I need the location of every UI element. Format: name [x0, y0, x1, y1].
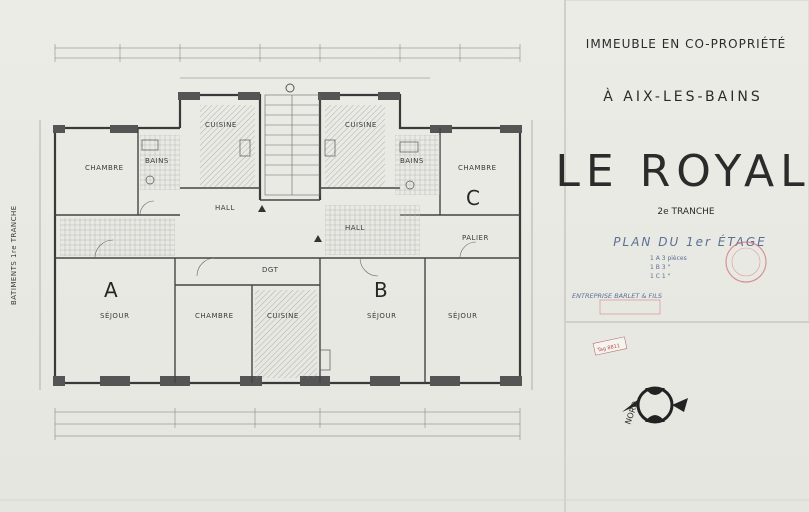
- label-sejour-c: SÉJOUR: [448, 311, 477, 320]
- north-arrow-icon: NORD: [622, 386, 688, 426]
- tag-sticker: Tag 8811: [592, 336, 628, 356]
- tag-text: Tag 8811: [596, 343, 621, 354]
- apartment-b-letter: B: [374, 278, 388, 302]
- north-label: NORD: [623, 400, 640, 426]
- count-b: 1 B 3 ": [650, 264, 670, 271]
- tranche-label: 2e TRANCHE: [657, 207, 714, 217]
- label-chambre-a: CHAMBRE: [85, 164, 124, 172]
- count-c: 1 C 1 ": [650, 273, 671, 280]
- label-sejour-b: SÉJOUR: [367, 311, 396, 320]
- label-cuisine-c: CUISINE: [267, 312, 299, 320]
- title-line1: IMMEUBLE EN CO-PROPRIÉTÉ: [586, 36, 786, 51]
- label-bains-c: BAINS: [400, 157, 424, 165]
- label-hall-b: HALL: [345, 224, 365, 232]
- approval-stamp: [599, 241, 767, 315]
- plan-title: PLAN DU 1er ÉTAGE: [613, 234, 766, 249]
- label-hall-a: HALL: [215, 204, 235, 212]
- apartment-c-letter: C: [466, 186, 480, 210]
- side-label-batiments: BATIMENTS 1re TRANCHE: [10, 205, 18, 305]
- label-palier: PALIER: [462, 234, 489, 242]
- label-sejour-a: SÉJOUR: [100, 311, 129, 320]
- title-line2: À AIX-LES-BAINS: [603, 88, 762, 105]
- label-cuisine-b: CUISINE: [345, 121, 377, 129]
- label-chambre-a2: CHAMBRE: [195, 312, 234, 320]
- apartment-a-letter: A: [104, 278, 118, 302]
- label-dgt: DGT: [262, 266, 279, 274]
- label-bains-a: BAINS: [145, 157, 169, 165]
- label-chambre-c: CHAMBRE: [458, 164, 497, 172]
- builder-name: ENTREPRISE BARLET & FILS: [572, 292, 662, 300]
- count-a: 1 A 3 pièces: [650, 255, 687, 262]
- label-cuisine-a: CUISINE: [205, 121, 237, 129]
- building-name: LE ROYAL: [555, 146, 809, 197]
